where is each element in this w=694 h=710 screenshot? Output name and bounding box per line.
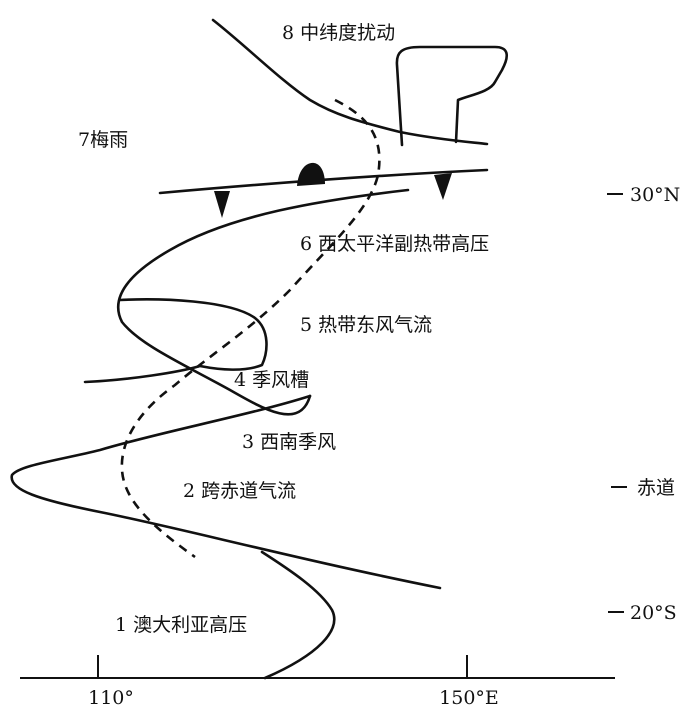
main-flow-curve: [116, 188, 410, 416]
label-australian-high: 1 澳大利亚高压: [115, 614, 247, 636]
lon150-label: 150°E: [439, 687, 499, 709]
mid-latitude-wave-line: [211, 18, 489, 146]
warm-front-symbol: [297, 162, 325, 186]
easterly-flow-loop: [83, 298, 268, 384]
label-southwest-monsoon: 3 西南季风: [242, 431, 336, 453]
lat30-label: 30°N: [630, 184, 680, 206]
closed-pressure-contour: [395, 45, 509, 147]
label-monsoon-trough: 4 季风槽: [234, 369, 309, 391]
label-mid-latitude-disturbance: 8 中纬度扰动: [282, 22, 395, 44]
lon110-label: 110°: [88, 687, 134, 709]
label-tropical-easterly: 5 热带东风气流: [300, 314, 432, 336]
lat20s-label: 20°S: [630, 602, 677, 624]
australian-high-curve: [260, 550, 336, 680]
southwest-monsoon-curve: [10, 394, 442, 590]
label-cross-equatorial-flow: 2 跨赤道气流: [183, 480, 296, 502]
label-meiyu: 7梅雨: [78, 129, 128, 151]
label-subtropical-high: 6 西太平洋副热带高压: [300, 233, 489, 255]
equator-label: 赤道: [637, 477, 675, 499]
cold-front-symbol-right: [434, 173, 452, 200]
dashed-flow-line: [120, 98, 381, 559]
cold-front-symbol-left: [214, 191, 230, 218]
